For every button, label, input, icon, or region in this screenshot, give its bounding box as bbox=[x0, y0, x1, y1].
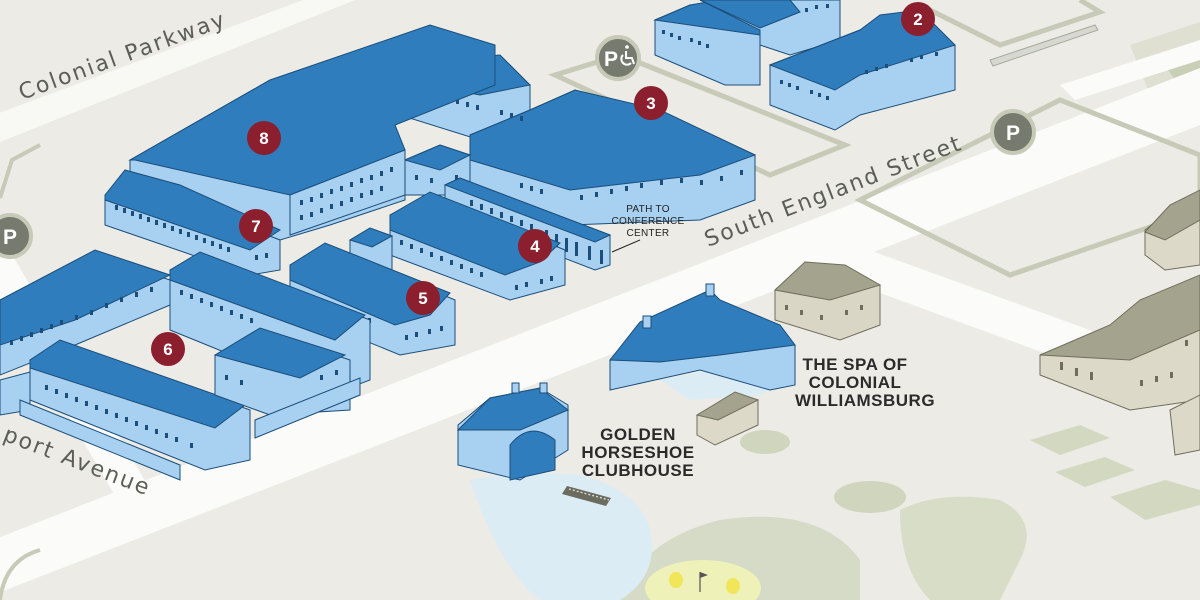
lot-edge bbox=[0, 143, 41, 199]
marker-4-number: 4 bbox=[530, 237, 540, 256]
clubhouse-building[interactable] bbox=[456, 382, 569, 481]
conference-corridor[interactable] bbox=[443, 177, 612, 271]
spa-annex-building bbox=[773, 261, 882, 341]
green-patch bbox=[1110, 480, 1200, 520]
marker-8-number: 8 bbox=[259, 129, 268, 148]
path-label-line1: PATH TO bbox=[626, 204, 670, 215]
inn-building bbox=[1039, 189, 1200, 456]
building-6[interactable] bbox=[0, 249, 371, 481]
green-patch bbox=[1030, 425, 1110, 455]
parking-label: P bbox=[3, 226, 17, 249]
path-segment bbox=[989, 24, 1099, 67]
spa-label-line2: COLONIAL bbox=[809, 373, 902, 392]
path-pointer-line bbox=[611, 239, 641, 253]
clubhouse-label-line3: CLUBHOUSE bbox=[582, 461, 694, 480]
marker-3-number: 3 bbox=[646, 94, 655, 113]
marker-5[interactable]: 5 bbox=[406, 281, 440, 315]
lot-edge bbox=[0, 548, 41, 600]
green-patch bbox=[1055, 457, 1135, 487]
marker-6-number: 6 bbox=[163, 340, 172, 359]
path-label-line3: CENTER bbox=[627, 228, 670, 239]
accessible-parking-icon[interactable]: P bbox=[595, 35, 641, 81]
green-patch bbox=[740, 430, 790, 454]
marker-7-number: 7 bbox=[251, 217, 260, 236]
parking-icon[interactable]: P bbox=[990, 109, 1036, 155]
parking-lot-outline bbox=[928, 0, 1106, 48]
building-7[interactable] bbox=[104, 169, 282, 276]
shed-building bbox=[695, 391, 760, 446]
golf-flag-icon bbox=[699, 572, 708, 592]
spa-building[interactable] bbox=[608, 283, 796, 391]
marker-7[interactable]: 7 bbox=[239, 209, 273, 243]
marker-5-number: 5 bbox=[418, 289, 427, 308]
footbridge bbox=[562, 486, 611, 506]
clubhouse-label-line1: GOLDEN bbox=[600, 425, 676, 444]
sand-trap bbox=[669, 572, 683, 588]
wheelchair-icon bbox=[620, 45, 635, 66]
path-label-line2: CONFERENCE bbox=[611, 216, 684, 227]
accessible-parking-label: P bbox=[604, 48, 618, 71]
building-3[interactable] bbox=[398, 54, 757, 226]
colonial-parkway-road bbox=[0, 0, 355, 142]
south-england-street-road bbox=[0, 68, 1200, 593]
lawn-area bbox=[900, 496, 1027, 600]
side-road bbox=[1060, 40, 1200, 100]
marker-6[interactable]: 6 bbox=[151, 332, 185, 366]
spa-label-line1: THE SPA OF bbox=[802, 355, 907, 374]
marker-8[interactable]: 8 bbox=[247, 121, 281, 155]
sand-trap bbox=[726, 578, 740, 594]
marker-3[interactable]: 3 bbox=[634, 86, 668, 120]
spa-label-line3: WILLIAMSBURG bbox=[795, 391, 935, 410]
marker-4[interactable]: 4 bbox=[518, 229, 552, 263]
clubhouse-label-line2: HORSESHOE bbox=[581, 443, 694, 462]
parking-icon[interactable]: P bbox=[0, 213, 33, 259]
green-patch bbox=[834, 481, 906, 513]
marker-2-number: 2 bbox=[913, 10, 922, 29]
marker-2[interactable]: 2 bbox=[901, 2, 935, 36]
parking-label: P bbox=[1006, 122, 1020, 145]
